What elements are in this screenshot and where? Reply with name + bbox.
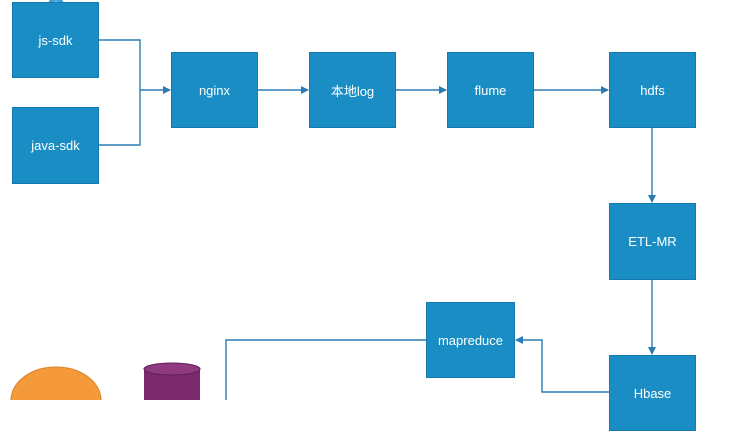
node-mapreduce-label: mapreduce (437, 332, 504, 348)
node-java-sdk-label: java-sdk (31, 138, 80, 153)
node-hdfs[interactable]: hdfs (609, 52, 696, 128)
node-etl-mr-label: ETL-MR (628, 234, 677, 249)
node-flume-label: flume (474, 82, 507, 98)
node-hbase[interactable]: Hbase (609, 355, 696, 431)
diagram-canvas: js-sdk java-sdk nginx 本地log flume hdfs E… (10, 0, 696, 431)
orange-ellipse-shape (10, 366, 102, 400)
connector-javasdk-merge (99, 90, 141, 146)
node-nginx[interactable]: nginx (171, 52, 258, 128)
connector-layer (10, 0, 656, 400)
node-etl-mr[interactable]: ETL-MR (609, 203, 696, 280)
database-cylinder-shape (143, 362, 201, 400)
connector-jssdk-merge (99, 39, 141, 90)
node-hdfs-label: hdfs (640, 82, 665, 98)
node-mapreduce[interactable]: mapreduce (426, 302, 515, 378)
connector-mapreduce-output (225, 339, 426, 400)
node-flume[interactable]: flume (447, 52, 534, 128)
node-js-sdk-label: js-sdk (38, 32, 73, 48)
node-local-log[interactable]: 本地log (309, 52, 396, 128)
connector-hbase-mapreduce (515, 336, 610, 393)
node-nginx-label: nginx (198, 82, 231, 98)
node-hbase-label: Hbase (633, 386, 672, 401)
node-local-log-label: 本地log (330, 83, 375, 99)
node-js-sdk[interactable]: js-sdk (12, 2, 99, 78)
node-java-sdk[interactable]: java-sdk (12, 107, 99, 184)
